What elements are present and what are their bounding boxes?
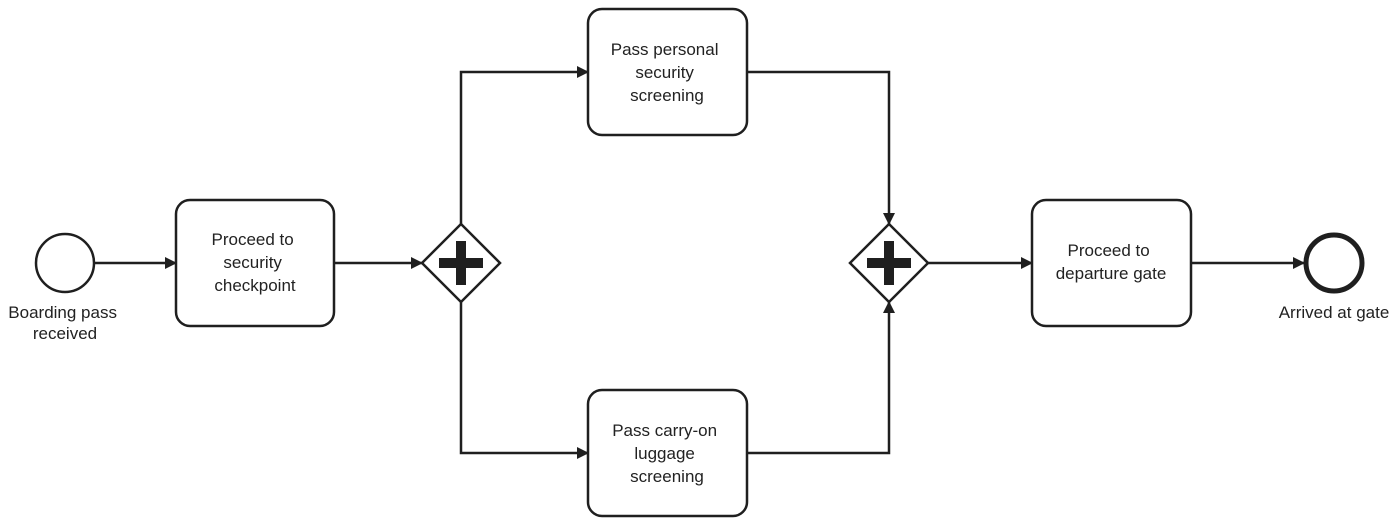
flow-personal-to-join[interactable] [747,70,895,225]
task-security-checkpoint[interactable]: Proceed to security checkpoint [174,198,336,328]
task-departure-gate[interactable]: Proceed to departure gate [1030,198,1193,328]
sequence-flows [95,66,1305,459]
task-label: Pass carry-on luggage screening [612,421,722,486]
start-event-circle [34,232,96,294]
task-label: Proceed to departure gate [1056,241,1167,283]
parallel-gateway-split[interactable] [420,222,502,304]
task-luggage-screening[interactable]: Pass carry-on luggage screening [586,388,749,518]
task-personal-screening[interactable]: Pass personal security screening [586,7,749,137]
start-event-label: Boarding pass received [8,303,121,343]
end-event[interactable]: Arrived at gate [1279,232,1390,322]
task-label: Pass personal security screening [611,40,723,105]
plus-icon [439,241,483,285]
flow-split-to-personal[interactable] [459,66,589,224]
flow-luggage-to-join[interactable] [747,301,895,455]
task-label: Proceed to security checkpoint [212,230,299,295]
start-event[interactable]: Boarding pass received [8,232,121,343]
plus-icon [867,241,911,285]
task-box [586,388,749,518]
flow-split-to-luggage[interactable] [459,302,589,459]
task-box [1030,198,1193,328]
parallel-gateway-join[interactable] [848,222,930,304]
end-event-circle [1303,232,1365,294]
task-box [586,7,749,137]
task-box [174,198,336,328]
end-event-label: Arrived at gate [1279,303,1390,322]
